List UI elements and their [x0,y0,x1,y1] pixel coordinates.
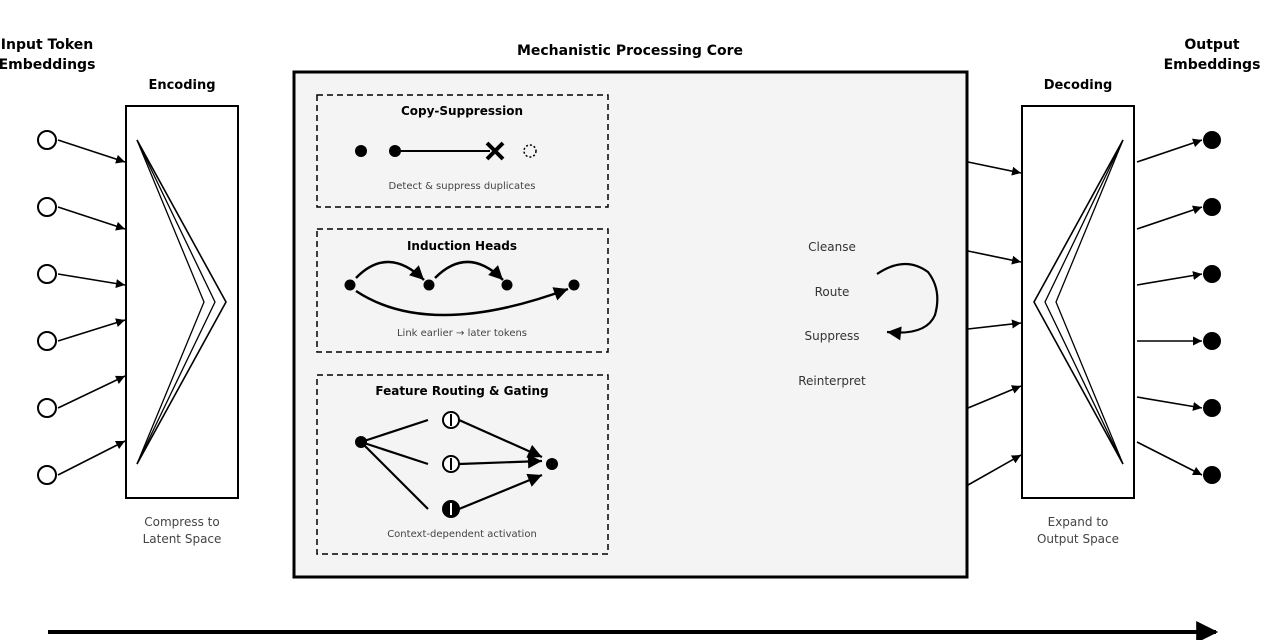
input-embeddings-title-line2: Embeddings [0,57,95,73]
induction-arrow [355,260,425,281]
mechanism-caption: Link earlier → later tokens [397,328,527,339]
output-token-circle [1203,131,1221,149]
core-output-arrow [967,250,1022,265]
token-node [423,279,435,291]
mechanism-title: Feature Routing & Gating [375,384,548,398]
encoding-caption-line1: Compress to [144,515,219,529]
operation-cleanse: Cleanse [808,240,856,254]
output-embeddings-title-line1: Output [1184,37,1240,53]
output-token-circle [1203,466,1221,484]
decoding-title: Decoding [1044,78,1113,93]
gate-open-icon [442,411,460,429]
token-node [344,279,356,291]
input-arrow [57,273,126,288]
output-arrow [1136,138,1203,163]
encoder-compression-line [136,139,205,465]
output-token-group [1136,131,1221,484]
token-node [568,279,580,291]
cycle-arrow-icon [876,262,939,341]
encoding-caption-line2: Latent Space [143,532,222,546]
core-output-arrow [967,161,1022,176]
gate-output-arrow [458,418,543,459]
token-node [389,145,401,157]
input-arrow [57,318,126,342]
mechanism-box [316,94,609,208]
input-arrow [57,206,126,231]
mechanism-caption: Detect & suppress duplicates [389,181,536,192]
encoder-compression-line [136,139,227,465]
processing-core-box [292,70,969,579]
encoder-box [125,105,239,499]
mechanism-title: Induction Heads [407,239,517,253]
core-title: Mechanistic Processing Core [517,43,743,59]
operation-reinterpret: Reinterpret [798,374,866,388]
route-line [360,441,429,510]
core-to-decoder-arrows [967,161,1022,486]
induction-arrow [355,287,569,317]
mechanism-induction-heads: Induction Heads Link earlier → later tok… [316,228,609,353]
input-arrow [57,440,126,476]
mechanism-box [316,228,609,353]
cross-icon [485,141,505,161]
decoding-caption-line2: Output Space [1037,532,1119,546]
encoder-block [125,105,239,499]
input-token-circle [37,130,57,150]
gate-open-icon [442,455,460,473]
output-token-circle [1203,399,1221,417]
output-embeddings-title-line2: Embeddings [1164,57,1261,73]
operation-route: Route [815,285,850,299]
mechanism-feature-routing: Feature Routing & Gating Context-depende… [316,374,609,555]
encoder-compression-line [136,139,216,465]
mechanism-title: Copy-Suppression [401,104,523,118]
operation-suppress: Suppress [804,329,859,343]
gate-output-arrow [458,454,543,469]
route-line [360,418,429,444]
input-arrow [57,139,126,164]
core-output-arrow [967,319,1022,330]
decoder-box [1021,105,1135,499]
output-arrow [1136,271,1203,286]
output-token-circle [1203,332,1221,350]
core-output-arrow [967,454,1022,486]
gate-closed-icon [442,500,460,518]
core-output-arrow [967,385,1022,409]
input-arrow [57,375,126,409]
decoder-expansion-line [1033,139,1124,465]
induction-arrow [434,260,504,281]
input-embeddings-title-line1: Input Token [1,37,93,53]
encoding-title: Encoding [148,78,215,93]
token-node [355,145,367,157]
route-line [360,440,429,466]
mechanism-copy-suppression: Copy-Suppression Detect & suppress dupli… [316,94,609,208]
output-arrow [1136,205,1203,230]
decoder-expansion-line [1044,139,1124,465]
input-token-circle [37,331,57,351]
mechanism-caption: Context-dependent activation [387,529,537,540]
input-token-circle [37,197,57,217]
gate-output-arrow [458,473,543,511]
decoder-block [1021,105,1135,499]
target-node [546,458,558,470]
output-arrow [1136,441,1203,476]
input-token-group [37,130,126,485]
input-token-circle [37,465,57,485]
mechanism-box [316,374,609,555]
output-token-circle [1203,198,1221,216]
output-token-circle [1203,265,1221,283]
input-token-circle [37,398,57,418]
decoding-caption-line1: Expand to [1048,515,1109,529]
decoder-expansion-line [1055,139,1124,465]
suppressed-token-icon [523,144,537,158]
output-arrow [1136,396,1203,411]
input-token-circle [37,264,57,284]
operations-list: Cleanse Route Suppress Reinterpret [798,240,866,388]
token-node [501,279,513,291]
